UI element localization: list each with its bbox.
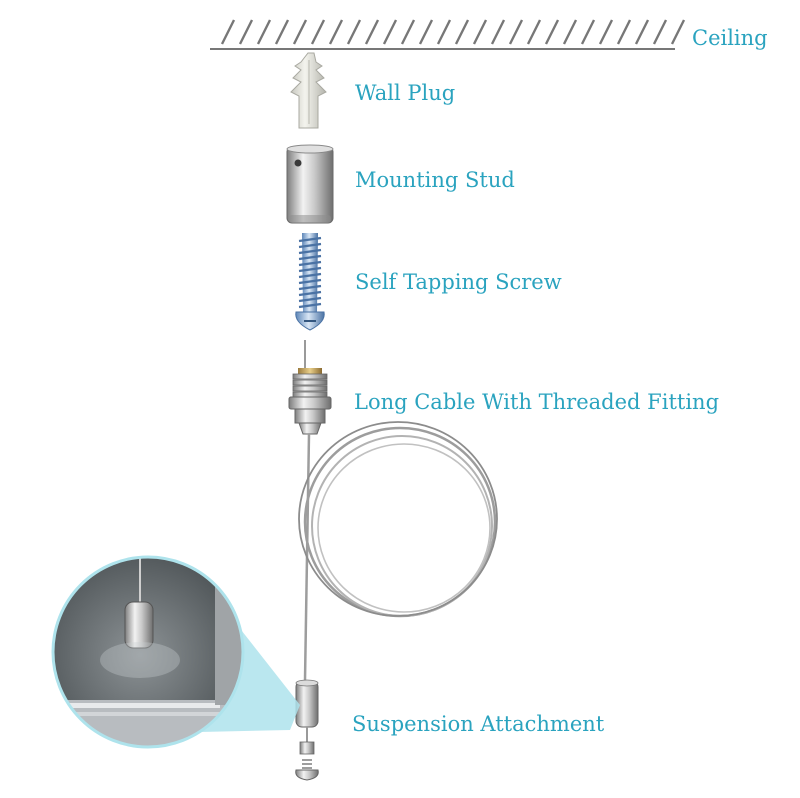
suspension-gripper-icon xyxy=(295,679,319,781)
mounting-stud-icon xyxy=(286,144,334,224)
self-tapping-screw-label: Self Tapping Screw xyxy=(355,270,562,294)
wall-plug-icon xyxy=(290,52,327,129)
ceiling-hatch xyxy=(210,19,686,50)
threaded-fitting-icon xyxy=(288,340,332,435)
mounting-stud-label: Mounting Stud xyxy=(355,168,515,192)
cable-coil-icon xyxy=(298,421,498,681)
screw-icon xyxy=(295,233,325,331)
ceiling-label: Ceiling xyxy=(692,26,768,50)
wall-plug-label: Wall Plug xyxy=(355,81,456,105)
long-cable-label: Long Cable With Threaded Fitting xyxy=(354,390,720,414)
suspension-attachment-label: Suspension Attachment xyxy=(352,712,605,736)
